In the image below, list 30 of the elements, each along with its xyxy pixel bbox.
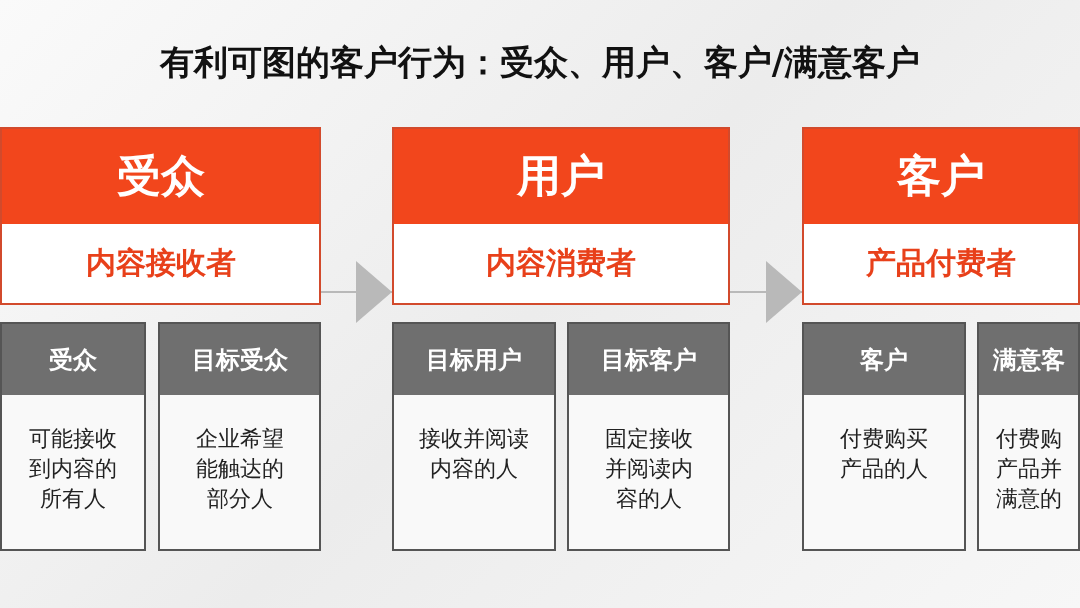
card-heading: 目标用户 [394,324,554,395]
stage-box [802,127,1080,305]
card-heading: 受众 [2,324,144,395]
stage-subtitle: 产品付费者 [865,244,1017,282]
stage-subtitle: 内容接收者 [84,244,237,282]
chevron-arrow [729,261,803,323]
info-card [567,322,730,551]
info-card [802,322,966,551]
stage-subtitle: 内容消费者 [485,244,637,282]
card-heading: 客户 [804,324,964,395]
card-heading: 满意客 [979,324,1078,395]
info-card [0,322,146,551]
card-heading: 目标客户 [569,324,728,395]
card-text: 企业希望能触达的部分人 [195,425,284,513]
card-heading: 目标受众 [160,324,319,395]
stage-box [0,127,321,305]
card-text: 固定接收并阅读内容的人 [604,425,693,513]
card-text: 付费购产品并满意的 [995,425,1062,513]
stage-heading: 客户 [804,129,1078,224]
info-card [977,322,1080,551]
stage-heading: 受众 [2,129,319,224]
chevron-arrow [320,261,393,323]
title: 有利可图的客户行为：受众、用户、客户/满意客户 [158,41,922,84]
card-text: 接收并阅读内容的人 [419,425,529,483]
info-card [392,322,556,551]
card-text: 付费购买产品的人 [840,425,928,483]
stage-heading: 用户 [394,129,728,224]
info-card [158,322,321,551]
card-text: 可能接收到内容的所有人 [29,425,117,513]
stage-box [392,127,730,305]
